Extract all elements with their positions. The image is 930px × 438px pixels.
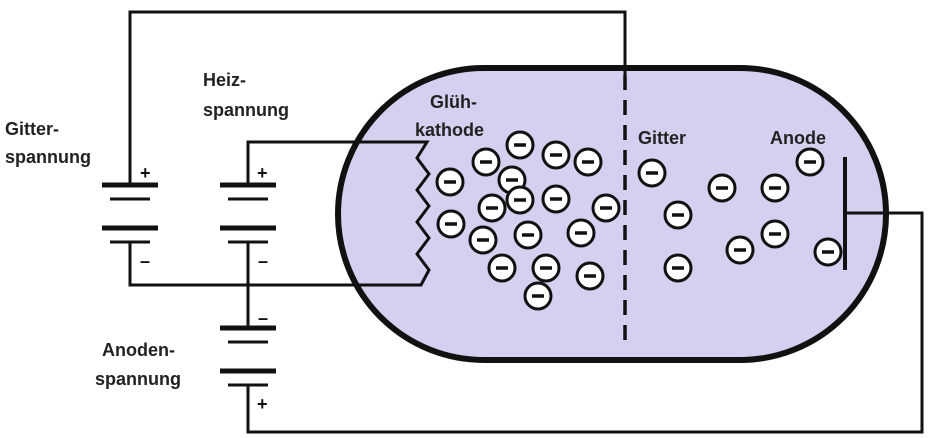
- electron: [707, 173, 737, 203]
- wire-grid-bottom: [128, 242, 248, 287]
- wires: [128, 10, 924, 434]
- label-anode-voltage: Anoden- spannung: [95, 340, 181, 389]
- electron: [477, 193, 507, 223]
- electron: [813, 237, 843, 267]
- anode-battery-plus-sign: +: [257, 394, 268, 414]
- electron: [795, 147, 825, 177]
- electron: [505, 130, 535, 160]
- electron: [591, 193, 621, 223]
- label-grid: Gitter: [638, 128, 686, 148]
- electron: [436, 209, 466, 239]
- electron: [663, 253, 693, 283]
- label-anode-voltage-line2: spannung: [95, 369, 181, 389]
- label-heater-voltage: Heiz- spannung: [203, 70, 289, 120]
- label-cathode-line1: Glüh-: [430, 92, 477, 112]
- label-anode: Anode: [770, 128, 826, 148]
- anode-battery-minus-sign: –: [258, 308, 268, 328]
- electron: [541, 140, 571, 170]
- electron: [566, 218, 596, 248]
- battery-heater-voltage: [220, 182, 276, 244]
- electron: [760, 173, 790, 203]
- electron: [513, 220, 543, 250]
- wire-heater-top: [246, 140, 416, 185]
- label-cathode-line2: kathode: [415, 120, 484, 140]
- label-grid-voltage-line1: Gitter-: [5, 119, 59, 139]
- electron: [760, 219, 790, 249]
- heater-battery-plus-sign: +: [257, 163, 268, 183]
- label-anode-voltage-line1: Anoden-: [102, 340, 175, 360]
- label-heater-voltage-line2: spannung: [203, 100, 289, 120]
- electron: [435, 167, 465, 197]
- electron: [523, 281, 553, 311]
- electrons: [435, 130, 843, 311]
- label-heater-voltage-line1: Heiz-: [203, 70, 246, 90]
- battery-grid-voltage: [102, 182, 158, 244]
- electron: [487, 253, 517, 283]
- electron: [663, 200, 693, 230]
- electron: [637, 158, 667, 188]
- grid-battery-minus-sign: –: [140, 251, 150, 271]
- heater-battery-minus-sign: –: [258, 251, 268, 271]
- battery-anode-voltage: [220, 325, 276, 387]
- electron: [531, 253, 561, 283]
- label-grid-voltage: Gitter- spannung: [5, 119, 91, 167]
- label-cathode: Glüh- kathode: [415, 92, 484, 140]
- grid-battery-plus-sign: +: [140, 163, 151, 183]
- cathode-filament: [415, 140, 431, 287]
- electron: [471, 147, 501, 177]
- electron: [575, 261, 605, 291]
- label-grid-voltage-line2: spannung: [5, 147, 91, 167]
- electron: [505, 185, 535, 215]
- wire-anode-loop: [246, 211, 924, 434]
- wire-grid-top: [128, 10, 627, 185]
- electron: [541, 184, 571, 214]
- electron: [573, 147, 603, 177]
- electron: [468, 225, 498, 255]
- electron: [725, 235, 755, 265]
